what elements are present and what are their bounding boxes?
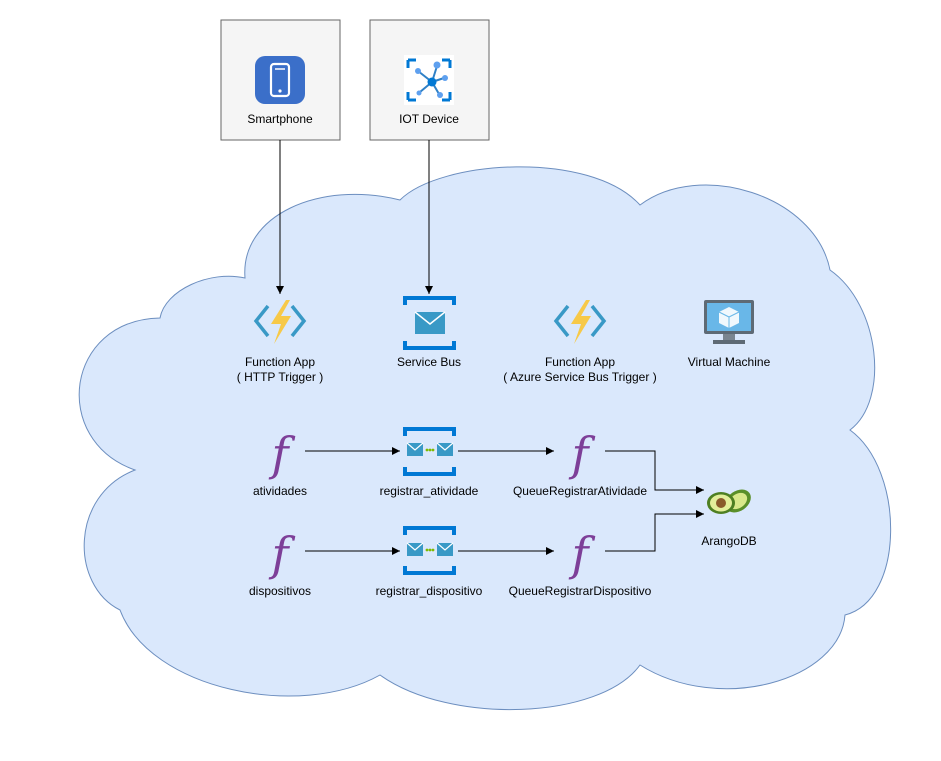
flow-row-atividades: f atividades registrar_atividade f Queue… [253,427,704,498]
virtual-machine-node: Virtual Machine [688,300,771,369]
arangodb-label: ArangoDB [701,534,756,548]
queue-registrar-atividade-function-label: QueueRegistrarAtividade [513,484,647,498]
service-bus-icon [403,296,456,350]
service-bus-label: Service Bus [397,355,461,369]
function-atividades-label: atividades [253,484,307,498]
smartphone-label: Smartphone [247,112,313,126]
virtual-machine-icon [704,300,754,344]
virtual-machine-label: Virtual Machine [688,355,771,369]
queue-registrar-dispositivo-function-label: QueueRegistrarDispositivo [509,584,652,598]
function-app-http-trigger: ( HTTP Trigger ) [237,370,323,384]
trigger-to-arangodb-arrow [605,510,704,552]
function-app-sb-title: Function App [545,355,615,369]
queue-icon [403,526,456,575]
iot-device-label: IOT Device [399,112,459,126]
function-app-http-title: Function App [245,355,315,369]
service-bus-node: Service Bus [397,296,461,369]
arangodb-node: ArangoDB [701,489,757,548]
avocado-icon [707,489,751,514]
function-app-sb-trigger: ( Azure Service Bus Trigger ) [503,370,656,384]
smartphone-icon [255,56,305,104]
azure-cloud-boundary [78,166,892,711]
queue-registrar-atividade-label: registrar_atividade [380,484,479,498]
function-app-icon [553,300,607,344]
queue-icon [403,427,456,476]
flow-row-dispositivos: f dispositivos registrar_dispositivo f Q… [249,510,704,598]
trigger-to-arangodb-arrow [605,450,704,494]
iot-hub-icon [404,55,454,105]
function-app-http-node: Function App ( HTTP Trigger ) [237,300,323,384]
smartphone-node: Smartphone [220,19,341,141]
function-app-icon [253,300,307,344]
function-dispositivos-label: dispositivos [249,584,311,598]
function-app-servicebus-node: Function App ( Azure Service Bus Trigger… [503,300,657,384]
iot-device-node: IOT Device [369,19,490,141]
queue-registrar-dispositivo-label: registrar_dispositivo [376,584,483,598]
